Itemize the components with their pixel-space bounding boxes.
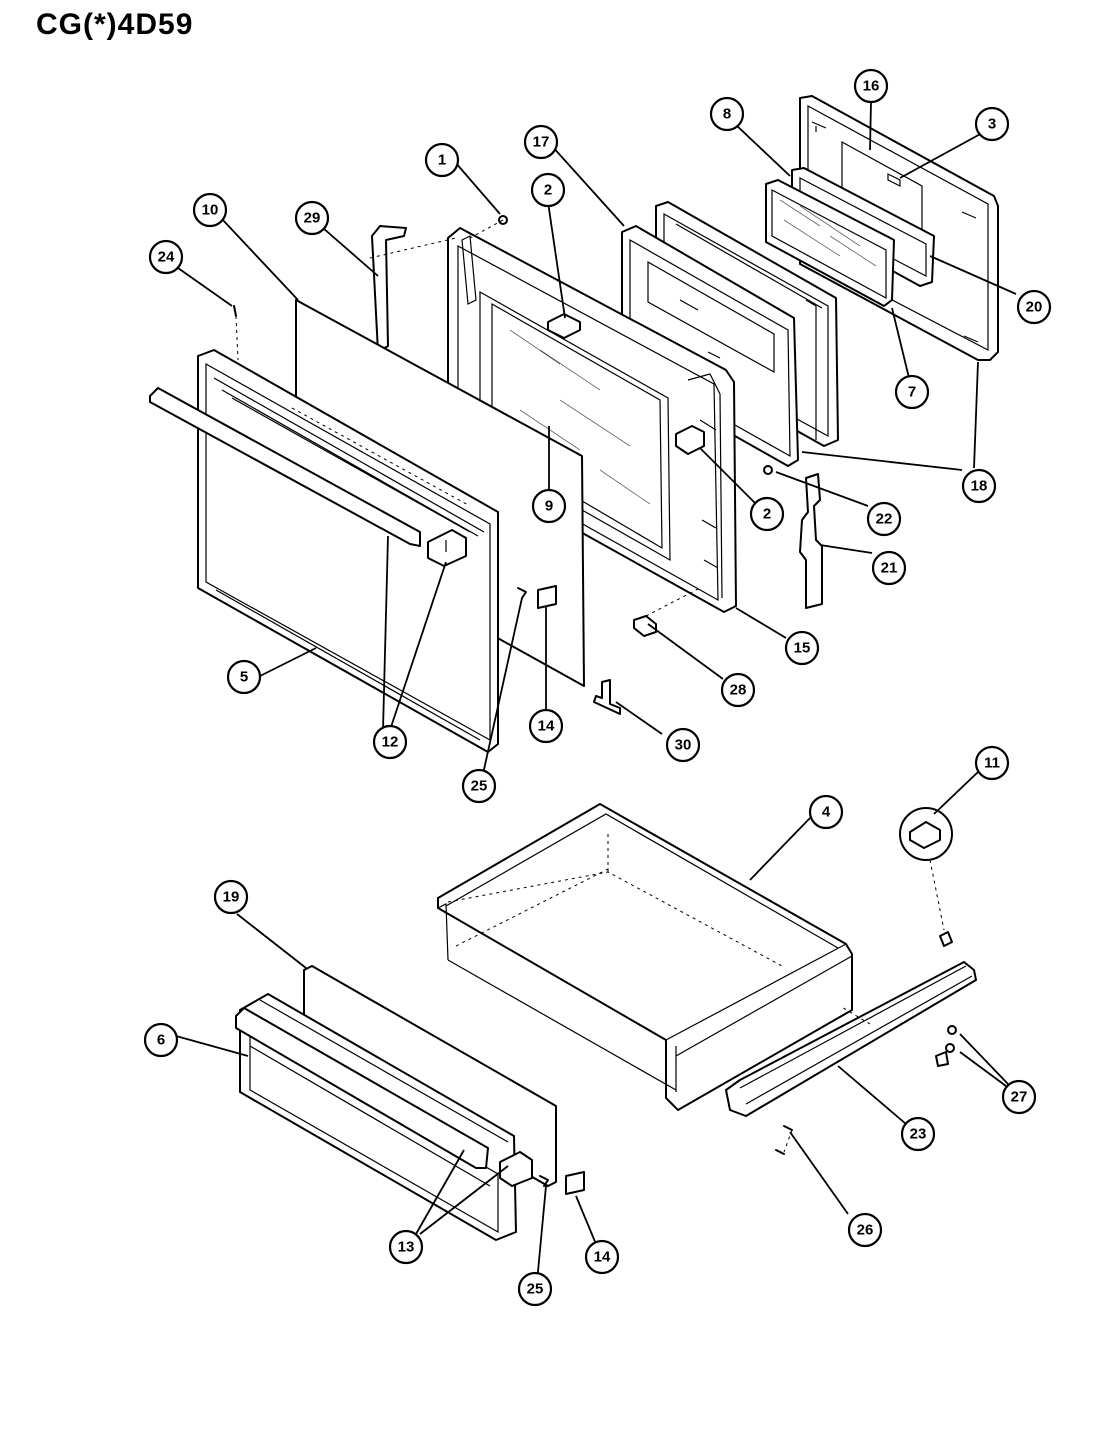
part-8-door-glass-frame — [765, 179, 895, 307]
callout-2-upper: 2 — [530, 172, 566, 208]
svg-text:2: 2 — [544, 182, 552, 199]
callout-6: 6 — [143, 1022, 179, 1058]
callout-14-upper: 14 — [528, 708, 564, 744]
callout-4: 4 — [808, 794, 844, 830]
svg-text:5: 5 — [240, 669, 248, 686]
svg-text:6: 6 — [157, 1032, 165, 1049]
svg-text:28: 28 — [730, 682, 747, 699]
callout-19: 19 — [213, 879, 249, 915]
part-29-door-gasket — [371, 225, 407, 353]
part-12-door-handle — [149, 387, 467, 567]
svg-text:23: 23 — [910, 1126, 927, 1143]
part-4-drawer-box — [437, 803, 853, 1111]
svg-text:16: 16 — [863, 78, 880, 95]
part-11-drawer-glide — [899, 807, 953, 947]
svg-text:27: 27 — [1011, 1089, 1028, 1106]
svg-text:30: 30 — [675, 737, 692, 754]
svg-text:4: 4 — [822, 804, 831, 821]
svg-text:25: 25 — [471, 778, 488, 795]
callout-26: 26 — [847, 1212, 883, 1248]
part-25-screw — [517, 587, 527, 599]
callout-17: 17 — [523, 124, 559, 160]
part-24-screw — [233, 305, 239, 361]
callout-13: 13 — [388, 1229, 424, 1265]
part-21-hinge — [799, 473, 823, 609]
svg-text:3: 3 — [988, 116, 996, 133]
callout-27: 27 — [1001, 1079, 1037, 1115]
callout-11: 11 — [974, 745, 1010, 781]
svg-text:1: 1 — [438, 152, 446, 169]
part-27-screws — [935, 1025, 957, 1067]
svg-text:26: 26 — [857, 1222, 874, 1239]
part-13-drawer-handle — [235, 1007, 533, 1187]
callout-5: 5 — [226, 659, 262, 695]
svg-text:12: 12 — [382, 734, 399, 751]
svg-text:8: 8 — [723, 106, 731, 123]
callout-18: 18 — [961, 468, 997, 504]
callout-3: 3 — [974, 106, 1010, 142]
callout-30: 30 — [665, 727, 701, 763]
part-2-door-clip-side — [675, 425, 705, 455]
callout-21: 21 — [871, 550, 907, 586]
svg-text:11: 11 — [984, 755, 1000, 772]
svg-text:29: 29 — [304, 210, 321, 227]
callout-15: 15 — [784, 630, 820, 666]
svg-text:24: 24 — [158, 249, 175, 266]
svg-text:15: 15 — [794, 640, 811, 657]
callout-9: 9 — [531, 488, 567, 524]
callout-10: 10 — [192, 192, 228, 228]
svg-text:18: 18 — [971, 478, 988, 495]
svg-text:14: 14 — [594, 1249, 611, 1266]
callout-14-lower: 14 — [584, 1239, 620, 1275]
part-28-hinge-block — [633, 587, 701, 637]
part-23-drawer-rail — [725, 961, 977, 1117]
part-14-label-lower — [565, 1171, 585, 1195]
callout-25-upper: 25 — [461, 768, 497, 804]
callout-28: 28 — [720, 672, 756, 708]
callout-12: 12 — [372, 724, 408, 760]
callout-2-side: 2 — [749, 496, 785, 532]
svg-text:10: 10 — [202, 202, 219, 219]
callout-1: 1 — [424, 142, 460, 178]
svg-text:9: 9 — [545, 498, 553, 515]
svg-text:14: 14 — [538, 718, 555, 735]
leader-lines — [175, 101, 1017, 1283]
svg-text:20: 20 — [1026, 299, 1043, 316]
callout-8: 8 — [709, 96, 745, 132]
svg-text:19: 19 — [223, 889, 240, 906]
part-22-screw — [763, 465, 773, 475]
callout-22: 22 — [866, 501, 902, 537]
callout-20: 20 — [1016, 289, 1052, 325]
part-1-screw — [469, 215, 508, 239]
callout-23: 23 — [900, 1116, 936, 1152]
part-30-bracket — [593, 679, 621, 715]
part-14-label-upper — [537, 585, 557, 609]
svg-text:21: 21 — [881, 560, 898, 577]
callout-29: 29 — [294, 200, 330, 236]
page-title: CG(*)4D59 — [36, 8, 194, 41]
callout-24: 24 — [148, 239, 184, 275]
callout-7: 7 — [894, 374, 930, 410]
svg-text:2: 2 — [763, 506, 771, 523]
callout-16: 16 — [853, 68, 889, 104]
svg-text:25: 25 — [527, 1281, 544, 1298]
svg-text:17: 17 — [533, 134, 550, 151]
svg-text:7: 7 — [908, 384, 916, 401]
svg-text:13: 13 — [398, 1239, 415, 1256]
part-25-screw-lower — [539, 1175, 549, 1187]
part-26-screws — [775, 1125, 793, 1155]
callout-25-lower: 25 — [517, 1271, 553, 1307]
svg-text:22: 22 — [876, 511, 893, 528]
